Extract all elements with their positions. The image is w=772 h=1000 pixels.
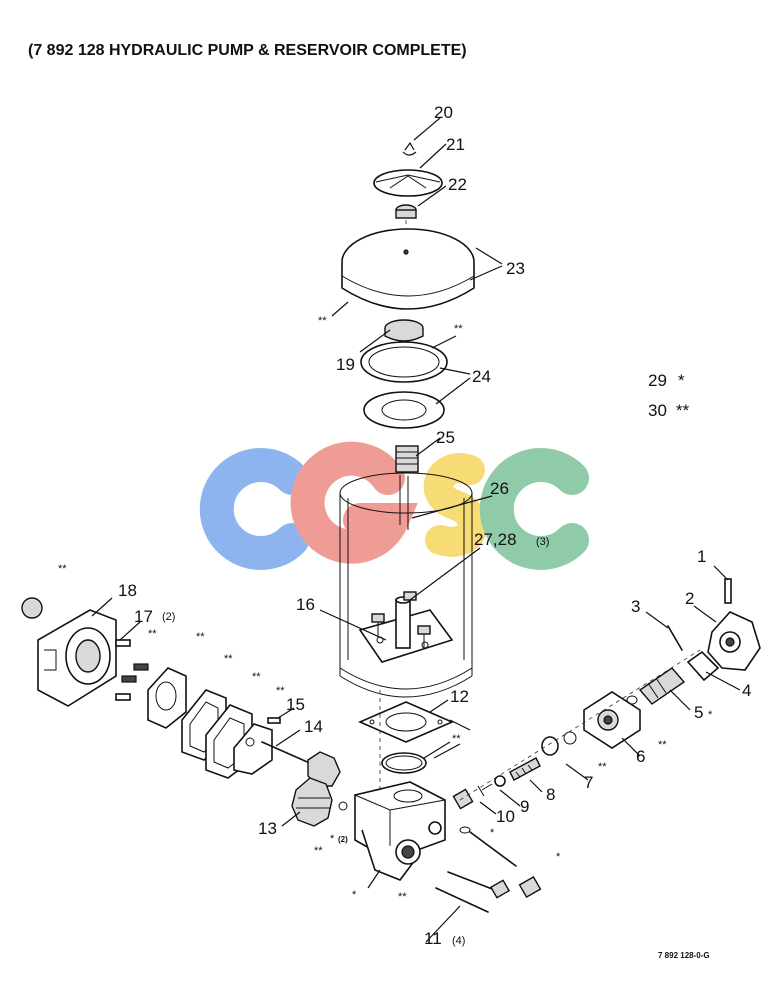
small-cap <box>21 597 43 619</box>
mark-plate-3: ** <box>252 671 261 683</box>
legend-29-mark: * <box>678 371 685 390</box>
part-3-pin <box>667 625 683 651</box>
callout-14: 14 <box>304 717 323 736</box>
callout-12: 12 <box>450 687 469 706</box>
part-4-sleeve <box>686 650 720 682</box>
callout-11: 11 <box>424 929 442 948</box>
cgsc-watermark-logo <box>199 441 589 570</box>
callout-8: 8 <box>546 785 555 804</box>
callout-10: 10 <box>496 807 515 826</box>
callout-22: 22 <box>448 175 467 194</box>
part-16-bracket <box>358 596 454 663</box>
part-19-plug <box>384 319 424 342</box>
mark-cap: ** <box>58 563 67 575</box>
part-6-o-ring <box>626 695 638 705</box>
mark-cover: ** <box>318 315 327 327</box>
part-21-breather-cap <box>373 169 443 197</box>
mark-dowel-2: ** <box>314 845 323 857</box>
part-25-spring <box>395 445 419 473</box>
mark-plate-2: ** <box>224 653 233 665</box>
part-18-pump-cover <box>37 609 117 707</box>
mark-nut: * <box>556 851 561 863</box>
callout-25: 25 <box>436 428 455 447</box>
mark-oring: ** <box>452 733 461 745</box>
callout-17: 17 <box>134 607 153 626</box>
mark-plate-1: ** <box>196 631 205 643</box>
mark-bolt: ** <box>398 891 407 903</box>
legend-30-number: 30 <box>648 401 667 420</box>
callout-5: 5 <box>694 703 703 722</box>
callout-13: 13 <box>258 819 277 838</box>
part-24-gasket-upper <box>360 341 448 383</box>
part-22-nut <box>395 204 417 219</box>
part-6-valve-housing <box>583 691 641 749</box>
callout-18: 18 <box>118 581 137 600</box>
part-13-gear <box>291 777 333 827</box>
callout-16: 16 <box>296 595 315 614</box>
callout-26: 26 <box>490 479 509 498</box>
mark-17: ** <box>148 628 157 640</box>
leader-lines <box>91 117 741 943</box>
drawing-reference: 7 892 128-0-G <box>658 951 710 960</box>
part-8-spring <box>509 757 541 781</box>
callout-6: 6 <box>636 747 645 766</box>
part-9-ball <box>494 775 506 787</box>
mark-dowel: * <box>330 833 335 845</box>
part-17-pins <box>115 639 131 701</box>
dowel <box>338 801 348 811</box>
mark-6: ** <box>658 739 667 751</box>
callout-3: 3 <box>631 597 640 616</box>
part-10-fitting <box>452 783 493 810</box>
legend-29-number: 29 <box>648 371 667 390</box>
asterisk-marks: ** ** ** ** ** ** ** ** ** * (2) ** * **… <box>58 315 667 903</box>
callout-20: 20 <box>434 103 453 122</box>
part-14-drive-shaft <box>261 741 341 787</box>
callout-19: 19 <box>336 355 355 374</box>
callout-27-28-qty: (3) <box>536 536 549 548</box>
callout-9: 9 <box>520 797 529 816</box>
mark-10: * <box>490 827 495 839</box>
part-24-gasket-lower <box>363 391 445 429</box>
pump-body <box>354 781 446 881</box>
callout-27-28: 27,28 <box>474 530 517 549</box>
o-ring <box>381 752 427 774</box>
callout-11-qty: (4) <box>452 935 465 947</box>
callout-5-mark: * <box>708 709 713 721</box>
part-23-reservoir-cover <box>341 228 475 310</box>
legend-30-mark: ** <box>676 401 690 420</box>
callout-24: 24 <box>472 367 491 386</box>
part-15-key <box>267 717 281 724</box>
part-7-seat <box>541 731 577 756</box>
callout-17-qty: (2) <box>162 611 175 623</box>
part-20-wing-nut <box>402 141 417 156</box>
callout-23: 23 <box>506 259 525 278</box>
part-1-pin <box>724 578 732 604</box>
part-11-bolts <box>435 826 542 913</box>
mark-body: * <box>352 889 357 901</box>
mark-dowel-qty: (2) <box>338 835 348 844</box>
springs <box>121 663 149 683</box>
mark-7: ** <box>598 761 607 773</box>
part-12-gasket <box>357 701 455 743</box>
wear-plate <box>233 723 273 775</box>
callout-21: 21 <box>446 135 465 154</box>
callout-4: 4 <box>742 681 751 700</box>
diagram-title: (7 892 128 HYDRAULIC PUMP & RESERVOIR CO… <box>28 42 467 59</box>
part-5-shaft <box>638 667 686 705</box>
mark-19: ** <box>454 323 463 335</box>
callout-2: 2 <box>685 589 694 608</box>
callout-1: 1 <box>697 547 706 566</box>
gasket-plate-1 <box>147 667 187 729</box>
reservoir-tank <box>339 472 473 698</box>
mark-wear-plate: ** <box>276 685 285 697</box>
callout-15: 15 <box>286 695 305 714</box>
callout-7: 7 <box>584 773 593 792</box>
part-2-knob <box>707 611 761 671</box>
